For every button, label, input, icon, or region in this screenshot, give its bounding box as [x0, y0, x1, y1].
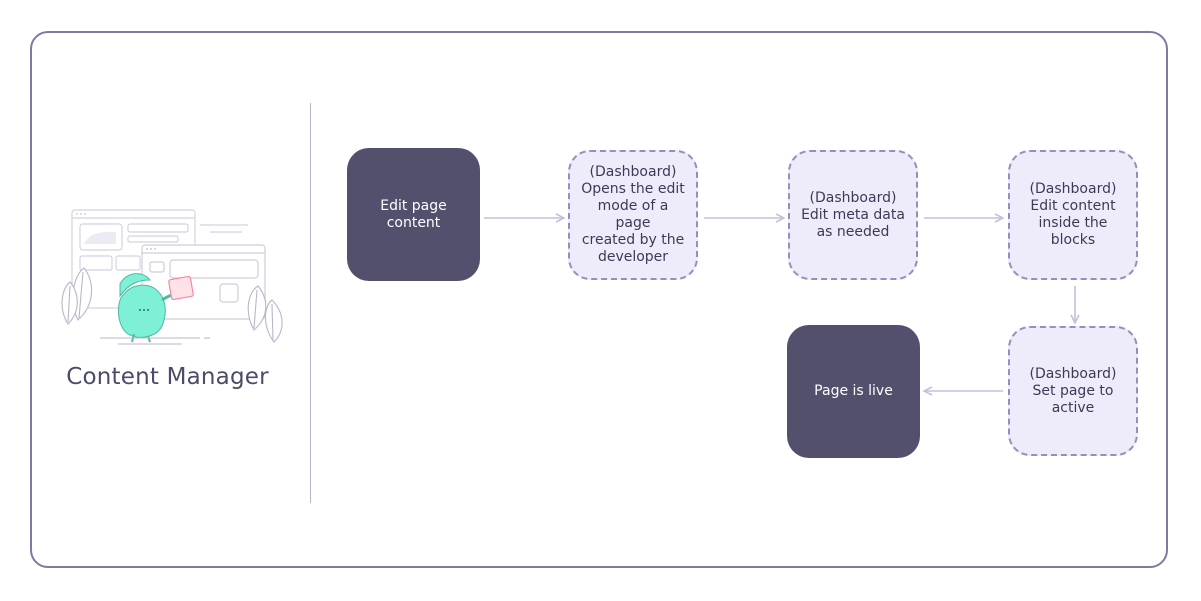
- node-edit-page-content: Edit page content: [347, 148, 480, 281]
- node-label: Page is live: [814, 383, 893, 399]
- node-set-page-active: (Dashboard) Set page to active: [1008, 326, 1138, 456]
- content-manager-illustration: [61, 209, 283, 345]
- node-label: Edit page content: [380, 197, 447, 231]
- node-page-is-live: Page is live: [787, 325, 920, 458]
- node-open-edit-mode: (Dashboard) Opens the edit mode of a pag…: [568, 150, 698, 280]
- column-divider: [310, 103, 311, 503]
- diagram-frame: [30, 31, 1168, 568]
- node-edit-meta-data: (Dashboard) Edit meta data as needed: [788, 150, 918, 280]
- node-edit-block-content: (Dashboard) Edit content inside the bloc…: [1008, 150, 1138, 280]
- mascot-icon: [118, 273, 179, 343]
- node-label: (Dashboard) Set page to active: [1029, 365, 1117, 416]
- browser-window-front-icon: [141, 244, 266, 320]
- plant-left-icon: [61, 267, 93, 325]
- node-label: (Dashboard) Opens the edit mode of a pag…: [581, 164, 685, 265]
- plant-right-icon: [247, 285, 283, 343]
- role-title: Content Manager: [66, 364, 269, 390]
- node-label: (Dashboard) Edit content inside the bloc…: [1029, 181, 1117, 248]
- node-label: (Dashboard) Edit meta data as needed: [801, 189, 905, 240]
- card-icon: [168, 275, 194, 301]
